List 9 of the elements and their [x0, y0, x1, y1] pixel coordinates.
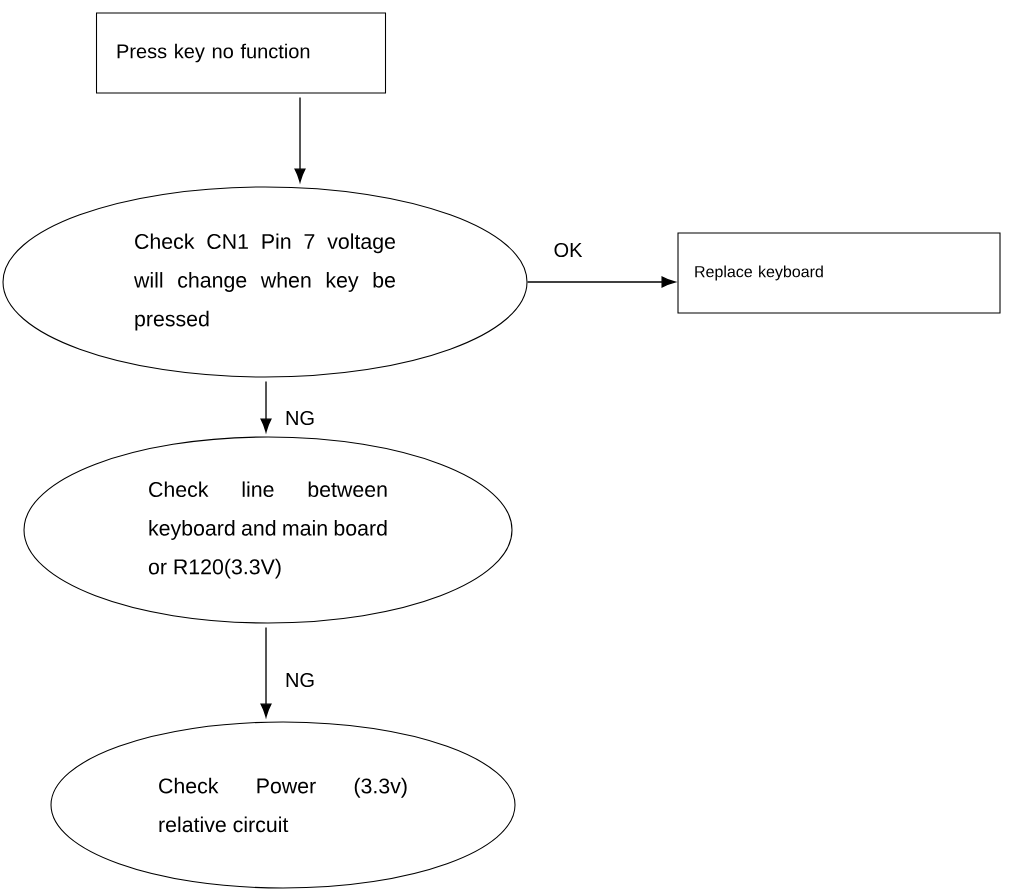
process-box: Replace keyboard [677, 232, 1001, 314]
process-box: Press key no function [95, 12, 387, 94]
arrow [526, 276, 676, 288]
arrow [294, 96, 306, 183]
arrow [260, 626, 272, 718]
edge-label: NG [283, 409, 317, 427]
edge-label: OK [552, 241, 584, 259]
edge-label: NG [283, 671, 317, 689]
arrow [260, 380, 272, 433]
